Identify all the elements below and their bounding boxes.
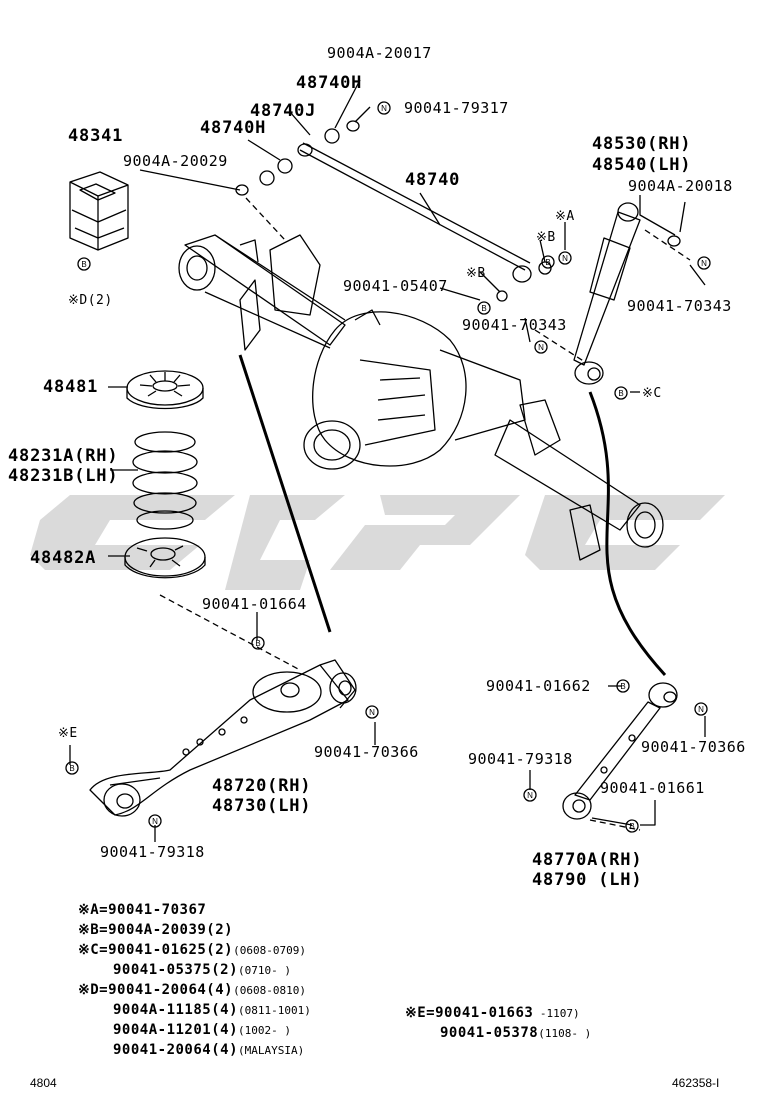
- label-48341: 48341: [68, 126, 124, 146]
- note-a: ※A=90041-70367: [78, 902, 207, 918]
- label-48720-rh: 48720(RH): [212, 776, 312, 796]
- label-9004a-20029: 9004A-20029: [123, 152, 228, 170]
- note-e1-part: ※E=90041-01663: [405, 1005, 534, 1021]
- note-c1: ※C=90041-01625(2)(0608-0709): [78, 942, 306, 958]
- label-48530-rh: 48530(RH): [592, 134, 692, 154]
- label-48730-lh: 48730(LH): [212, 796, 312, 816]
- note-e2: 90041-05378(1108- ): [440, 1025, 591, 1041]
- note-d3-part: 9004A-11201(4): [113, 1022, 239, 1038]
- svg-text:B: B: [481, 304, 486, 313]
- note-c1-range: (0608-0709): [233, 944, 306, 957]
- label-48540-lh: 48540(LH): [592, 155, 692, 175]
- note-d3-range: (1002- ): [238, 1024, 291, 1037]
- callout-letters: B N N B B N N B B N B N B N N B: [69, 104, 707, 831]
- arm-position-line-right: [588, 391, 667, 677]
- bump-stopper-48341: [69, 171, 129, 251]
- note-d4: 90041-20064(4)(MALAYSIA): [113, 1042, 304, 1058]
- label-90041-70366-left: 90041-70366: [314, 743, 419, 761]
- label-90041-79318-left: 90041-79318: [100, 843, 205, 861]
- svg-text:B: B: [545, 258, 550, 267]
- label-90041-01664: 90041-01664: [202, 595, 307, 613]
- svg-text:B: B: [618, 389, 623, 398]
- svg-text:N: N: [381, 104, 387, 113]
- footer-page-code: 4804: [30, 1076, 57, 1090]
- footer-figure-id: 462358-I: [672, 1076, 720, 1090]
- note-c2-part: 90041-05375(2): [113, 962, 239, 978]
- svg-text:N: N: [538, 343, 544, 352]
- label-note-d2: ※D(2): [68, 293, 113, 308]
- rear-axle-housing: [178, 234, 664, 561]
- arm-position-line-left: [238, 354, 332, 633]
- upper-control-arm-48770A: [562, 682, 678, 820]
- label-90041-79318-right: 90041-79318: [468, 750, 573, 768]
- label-48740: 48740: [405, 170, 461, 190]
- label-9004a-20017: 9004A-20017: [327, 44, 432, 62]
- watermark-logo: [30, 495, 725, 590]
- note-d1-part: ※D=90041-20064(4): [78, 982, 234, 998]
- spring-insulator-48481: [126, 370, 204, 410]
- note-d4-part: 90041-20064(4): [113, 1042, 239, 1058]
- coil-spring-48231: [132, 431, 198, 530]
- label-48481: 48481: [43, 377, 99, 397]
- svg-text:B: B: [629, 822, 634, 831]
- label-48231b-lh: 48231B(LH): [8, 466, 119, 486]
- label-note-e: ※E: [58, 726, 78, 741]
- label-48482a: 48482A: [30, 548, 97, 568]
- label-90041-01662: 90041-01662: [486, 677, 591, 695]
- lateral-rod-bushings: [235, 120, 552, 302]
- label-48740h: 48740H: [200, 118, 267, 138]
- leader-lines: [69, 79, 706, 842]
- callout-markers: [65, 101, 711, 833]
- label-note-a: ※A: [555, 209, 575, 224]
- label-note-c: ※C: [642, 386, 662, 401]
- svg-text:B: B: [620, 682, 625, 691]
- label-48740j: 48740J: [250, 101, 317, 121]
- svg-text:N: N: [369, 708, 375, 717]
- svg-text:N: N: [152, 817, 158, 826]
- svg-text:N: N: [562, 254, 568, 263]
- note-e1-range: -1107): [533, 1007, 580, 1020]
- label-90041-70343-right: 90041-70343: [627, 297, 732, 315]
- note-e2-part: 90041-05378: [440, 1025, 539, 1041]
- spring-seat-48482A: [124, 537, 206, 579]
- note-d2: 9004A-11185(4)(0811-1001): [113, 1002, 311, 1018]
- note-b: ※B=9004A-20039(2): [78, 922, 234, 938]
- label-90041-70366-right: 90041-70366: [641, 738, 746, 756]
- shock-absorber-48530: [573, 202, 681, 385]
- label-9004a-20018: 9004A-20018: [628, 177, 733, 195]
- note-d1-range: (0608-0810): [233, 984, 306, 997]
- note-c2-range: (0710- ): [238, 964, 291, 977]
- svg-text:B: B: [69, 764, 74, 773]
- note-d4-range: (MALAYSIA): [238, 1044, 305, 1057]
- svg-text:N: N: [701, 259, 707, 268]
- label-48740h-upper: 48740H: [296, 73, 363, 93]
- label-48790-lh: 48790 (LH): [532, 870, 643, 890]
- note-d2-part: 9004A-11185(4): [113, 1002, 239, 1018]
- svg-text:B: B: [81, 260, 86, 269]
- dashed-guides: [159, 197, 691, 831]
- note-c2: 90041-05375(2)(0710- ): [113, 962, 291, 978]
- note-e2-range: (1108- ): [538, 1027, 592, 1040]
- note-d2-range: (0811-1001): [238, 1004, 311, 1017]
- svg-text:N: N: [698, 705, 704, 714]
- label-note-b1: ※B: [536, 230, 556, 245]
- svg-text:N: N: [527, 791, 533, 800]
- label-48231a-rh: 48231A(RH): [8, 446, 119, 466]
- label-90041-05407: 90041-05407: [343, 277, 448, 295]
- label-90041-79317: 90041-79317: [404, 99, 509, 117]
- label-90041-01661: 90041-01661: [600, 779, 705, 797]
- lower-control-arm-48720: [89, 659, 357, 817]
- label-90041-70343: 90041-70343: [462, 316, 567, 334]
- lateral-control-rod-48740: [297, 142, 532, 283]
- label-48770a-rh: 48770A(RH): [532, 850, 643, 870]
- label-note-b2: ※B: [466, 266, 486, 281]
- note-c1-part: ※C=90041-01625(2): [78, 942, 234, 958]
- svg-text:B: B: [255, 639, 260, 648]
- note-d1: ※D=90041-20064(4)(0608-0810): [78, 982, 306, 998]
- note-e1: ※E=90041-01663 -1107): [405, 1005, 580, 1021]
- note-d3: 9004A-11201(4)(1002- ): [113, 1022, 291, 1038]
